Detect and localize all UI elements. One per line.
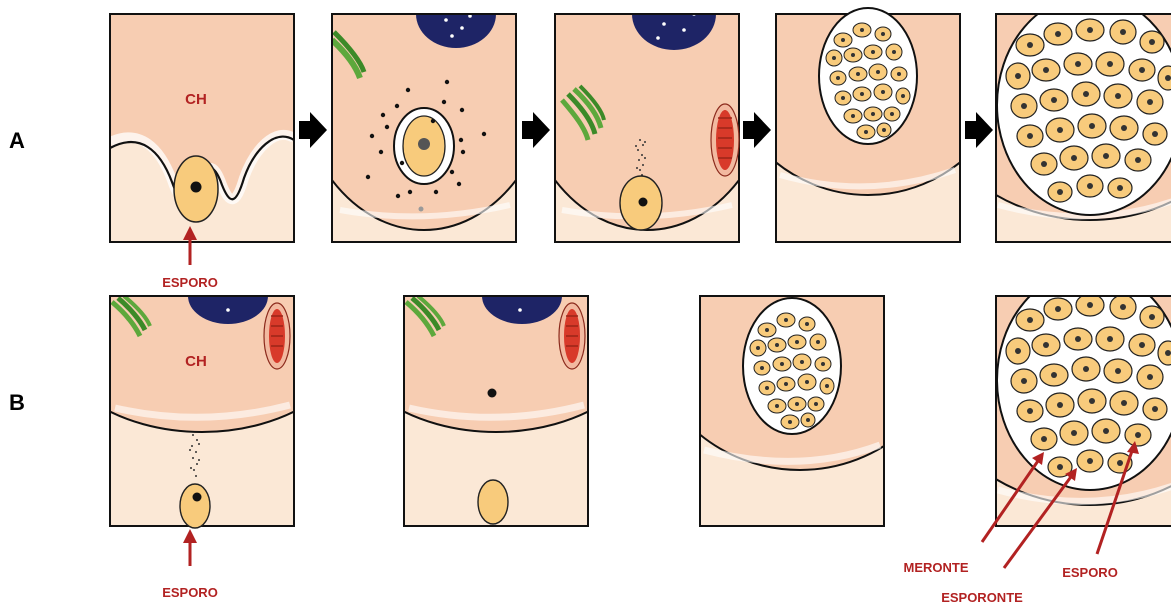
panel-b1: CH [42,208,362,528]
right-arrow-icon [743,112,771,148]
panel-a2 [294,0,554,242]
right-arrow-icon [522,112,550,148]
mitochondrion [711,104,739,176]
esporo-pointer-b [183,529,197,566]
row-label-b: B [9,390,25,415]
spore [174,156,218,222]
mitochondrion [264,303,290,369]
esporo-label-a: ESPORO [162,275,218,290]
ch-label-a: CH [185,91,207,108]
mitochondrion [559,303,585,369]
right-arrow-icon [299,112,327,148]
panel-a1: CH [110,14,294,242]
panel-b2 [336,208,656,526]
row-label-a: A [9,128,25,153]
meronte-label: MERONTE [904,560,969,575]
esporonte-label: ESPORONTE [941,590,1023,605]
esporo-label-b: ESPORO [162,585,218,600]
esporo-final-label: ESPORO [1062,565,1118,580]
right-arrow-icon [965,112,993,148]
panel-a3 [517,0,777,242]
ch-label-b: CH [185,353,207,370]
